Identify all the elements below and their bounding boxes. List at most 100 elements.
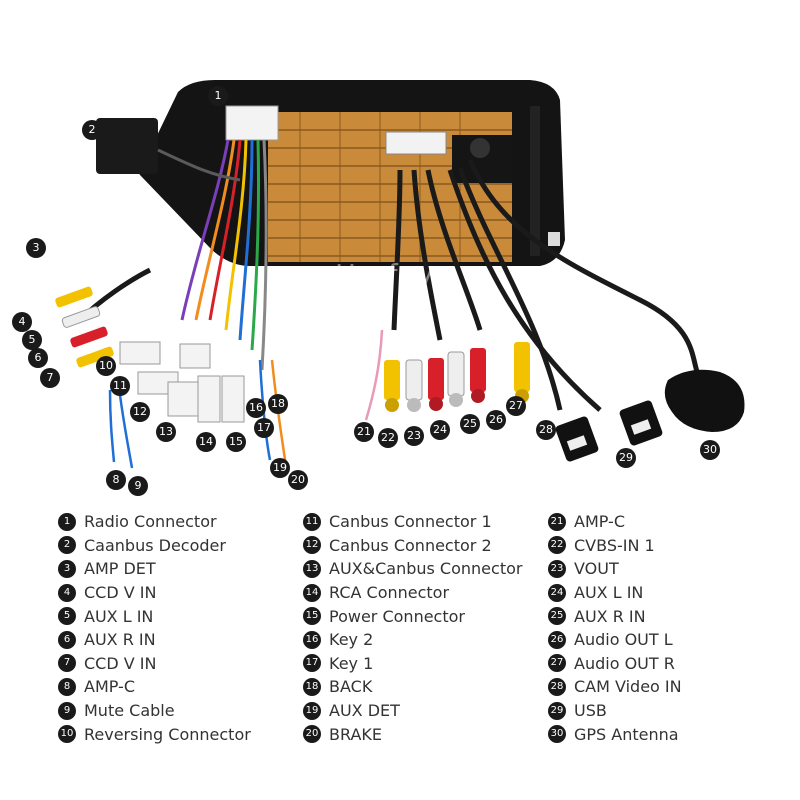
legend-label: Audio OUT L <box>574 630 673 650</box>
legend-label: AMP-C <box>574 512 625 532</box>
callout-2: 2 <box>82 120 102 140</box>
legend-number: 12 <box>303 536 321 555</box>
legend-item: 4 CCD V IN <box>58 581 251 605</box>
gps-antenna-puck <box>664 369 745 432</box>
legend-label: Audio OUT R <box>574 653 675 673</box>
legend-number: 23 <box>548 559 566 578</box>
legend-item: 9 Mute Cable <box>58 699 251 723</box>
callout-28: 28 <box>536 420 556 440</box>
legend-label: BACK <box>329 677 373 697</box>
callout-17: 17 <box>254 418 274 438</box>
legend-number: 15 <box>303 607 321 626</box>
wiring-diagram: Harfey 1 2 3 4 5 6 7 8 9 10 11 12 13 14 … <box>12 80 745 496</box>
legend-number: 14 <box>303 583 321 602</box>
legend-number: 27 <box>548 654 566 673</box>
callout-12: 12 <box>130 402 150 422</box>
legend-label: VOUT <box>574 559 619 579</box>
legend-label: AUX&Canbus Connector <box>329 559 523 579</box>
legend-number: 9 <box>58 701 76 720</box>
legend-label: Power Connector <box>329 606 465 626</box>
callout-7: 7 <box>40 368 60 388</box>
legend-item: 14 RCA Connector <box>303 581 522 605</box>
callout-5: 5 <box>22 330 42 350</box>
legend-label: Key 2 <box>329 630 374 650</box>
legend-label: GPS Antenna <box>574 724 679 744</box>
callout-20: 20 <box>288 470 308 490</box>
legend-label: AUX R IN <box>574 606 646 626</box>
callout-3: 3 <box>26 238 46 258</box>
legend-label: Radio Connector <box>84 512 217 532</box>
legend-item: 27 Audio OUT R <box>548 652 682 676</box>
callout-25: 25 <box>460 414 480 434</box>
legend-label: Mute Cable <box>84 701 175 721</box>
legend-label: AUX L IN <box>574 583 644 603</box>
callout-13: 13 <box>156 422 176 442</box>
legend-number: 5 <box>58 607 76 626</box>
legend-item: 22 CVBS-IN 1 <box>548 534 682 558</box>
legend-number: 7 <box>58 654 76 673</box>
legend-item: 15 Power Connector <box>303 604 522 628</box>
legend-label: Canbus Connector 2 <box>329 535 492 555</box>
legend-item: 8 AMP-C <box>58 675 251 699</box>
legend-label: RCA Connector <box>329 583 450 603</box>
legend-item: 7 CCD V IN <box>58 652 251 676</box>
canbus-decoder-box <box>96 118 158 174</box>
legend-number: 3 <box>58 559 76 578</box>
legend-label: AMP-C <box>84 677 135 697</box>
legend-item: 23 VOUT <box>548 557 682 581</box>
callout-22: 22 <box>378 428 398 448</box>
legend-label: AMP DET <box>84 559 156 579</box>
legend-item: 10 Reversing Connector <box>58 722 251 746</box>
legend-number: 17 <box>303 654 321 673</box>
callout-24: 24 <box>430 420 450 440</box>
callout-29: 29 <box>616 448 636 468</box>
legend-number: 24 <box>548 583 566 602</box>
callout-19: 19 <box>270 458 290 478</box>
legend-label: CAM Video IN <box>574 677 682 697</box>
callout-14: 14 <box>196 432 216 452</box>
callout-30: 30 <box>700 440 720 460</box>
callout-15: 15 <box>226 432 246 452</box>
legend-number: 10 <box>58 725 76 744</box>
legend-number: 19 <box>303 701 321 720</box>
legend-number: 22 <box>548 536 566 555</box>
callout-8: 8 <box>106 470 126 490</box>
legend-item: 30 GPS Antenna <box>548 722 682 746</box>
legend-number: 28 <box>548 677 566 696</box>
legend-item: 3 AMP DET <box>58 557 251 581</box>
callout-1: 1 <box>208 86 228 106</box>
callout-6: 6 <box>28 348 48 368</box>
legend-number: 25 <box>548 607 566 626</box>
legend-label: AUX R IN <box>84 630 156 650</box>
legend-number: 29 <box>548 701 566 720</box>
legend-label: CCD V IN <box>84 653 157 673</box>
legend-number: 30 <box>548 725 566 744</box>
radio-connector-plug <box>225 105 279 141</box>
callout-26: 26 <box>486 410 506 430</box>
legend-label: Caanbus Decoder <box>84 535 226 555</box>
legend-item: 24 AUX L IN <box>548 581 682 605</box>
legend-label: Reversing Connector <box>84 724 251 744</box>
callout-11: 11 <box>110 376 130 396</box>
legend-label: CCD V IN <box>84 583 157 603</box>
legend-label: Canbus Connector 1 <box>329 512 492 532</box>
legend-number: 4 <box>58 583 76 602</box>
brand-watermark: Harfey <box>335 258 435 291</box>
callout-21: 21 <box>354 422 374 442</box>
callout-9: 9 <box>128 476 148 496</box>
legend-label: AUX L IN <box>84 606 154 626</box>
legend-label: CVBS-IN 1 <box>574 535 655 555</box>
legend-number: 8 <box>58 677 76 696</box>
legend-number: 2 <box>58 536 76 555</box>
